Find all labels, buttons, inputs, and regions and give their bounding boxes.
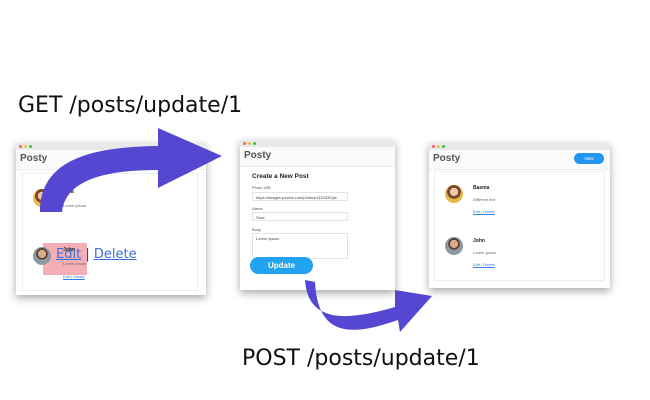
window-titlebar [240, 140, 395, 147]
maximize-dot-icon [29, 145, 32, 148]
maximize-dot-icon [442, 145, 445, 148]
edit-link[interactable]: Edit [63, 274, 70, 279]
post-body: Lorem ipsum [63, 261, 87, 266]
update-button[interactable]: Update [250, 257, 313, 274]
name-label: Name [252, 206, 263, 211]
minimize-dot-icon [437, 145, 440, 148]
post-body: Lorem ipsum [63, 203, 87, 208]
post-author: John [473, 238, 485, 244]
app-header: Posty [16, 150, 206, 170]
link-separator: | [481, 209, 483, 214]
window-titlebar [16, 143, 206, 150]
delete-link[interactable]: Delete [93, 247, 137, 262]
body-label: Body [252, 227, 262, 232]
brand-logo: Posty [20, 153, 48, 164]
delete-link[interactable]: Delete [483, 262, 495, 267]
app-header: Posty New [429, 150, 610, 170]
delete-link[interactable]: Delete [73, 274, 85, 279]
edit-form-screenshot: Posty Create a New Post Photo URL https:… [240, 140, 395, 290]
post-actions: Edit | Delete [473, 209, 495, 214]
edit-link[interactable]: Edit [56, 247, 82, 262]
updated-posts-screenshot: Posty New Basma Different text Edit | De… [429, 143, 610, 288]
close-dot-icon [243, 142, 246, 145]
avatar [445, 237, 463, 255]
post-actions-zoomed: Edit | Delete [56, 247, 137, 262]
post-body: Different text [473, 197, 496, 202]
edit-link[interactable]: Edit [473, 262, 480, 267]
delete-link[interactable]: Delete [483, 209, 495, 214]
posts-card: Sara Lorem ipsum Edit | Delete John Lore… [22, 173, 198, 291]
link-separator: | [71, 274, 73, 279]
post-author: John [63, 247, 75, 253]
avatar [33, 189, 51, 207]
form-title: Create a New Post [252, 173, 309, 180]
post-author: Sara [63, 189, 74, 195]
brand-logo: Posty [433, 153, 461, 164]
minimize-dot-icon [24, 145, 27, 148]
edit-link[interactable]: Edit [473, 209, 480, 214]
avatar [445, 185, 463, 203]
link-separator: | [481, 262, 483, 267]
body-textarea[interactable]: Lorem Ipsum [252, 233, 348, 259]
brand-logo: Posty [244, 150, 272, 161]
close-dot-icon [19, 145, 22, 148]
get-request-caption: GET /posts/update/1 [18, 93, 243, 118]
post-actions: Edit | Delete [473, 262, 495, 267]
new-post-button[interactable]: New [574, 153, 604, 164]
posts-card: Basma Different text Edit | Delete John … [434, 171, 605, 281]
post-actions: Edit | Delete [63, 274, 85, 279]
post-body: Lorem Ipsum [473, 250, 497, 255]
photo-url-input[interactable]: https://images.pexels.com/photos/1115330… [252, 192, 348, 201]
close-dot-icon [432, 145, 435, 148]
avatar [33, 247, 51, 265]
posts-list-screenshot: Posty Sara Lorem ipsum Edit | Delete Joh… [16, 143, 206, 295]
post-author: Basma [473, 185, 490, 191]
maximize-dot-icon [253, 142, 256, 145]
app-header: Posty [240, 147, 395, 167]
post-request-caption: POST /posts/update/1 [242, 346, 480, 371]
photo-url-label: Photo URL [252, 185, 272, 190]
window-titlebar [429, 143, 610, 150]
minimize-dot-icon [248, 142, 251, 145]
name-input[interactable]: Sara [252, 212, 348, 221]
link-separator: | [85, 247, 90, 262]
